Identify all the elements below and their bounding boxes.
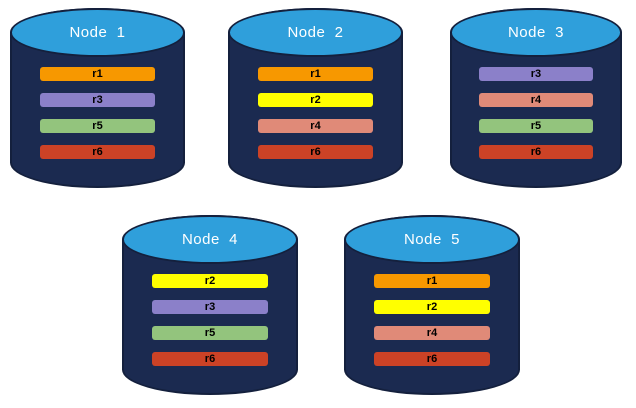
replica-bar[interactable]: r6 <box>479 145 593 159</box>
cylinder-top-ellipse <box>122 215 298 264</box>
replica-bar[interactable]: r5 <box>151 326 269 340</box>
replica-bar[interactable]: r1 <box>373 274 491 288</box>
replica-bar[interactable]: r2 <box>257 93 374 107</box>
replica-bar[interactable]: r3 <box>151 300 269 314</box>
node-label: Node 1 <box>69 23 126 41</box>
replica-bar[interactable]: r3 <box>39 93 156 107</box>
replica-bar[interactable]: r6 <box>39 145 156 159</box>
replica-bar[interactable]: r4 <box>479 93 593 107</box>
replica-list: r1 r2 r4 r6 <box>228 67 403 159</box>
cylinder-top-ellipse <box>10 8 185 57</box>
cylinder-top-ellipse <box>228 8 403 57</box>
replica-bar[interactable]: r1 <box>39 67 156 81</box>
database-node[interactable]: Node 1 r1 r3 r5 r6 <box>10 8 185 188</box>
cylinder-top-ellipse <box>450 8 622 57</box>
replica-bar[interactable]: r6 <box>257 145 374 159</box>
replica-bar[interactable]: r4 <box>373 326 491 340</box>
database-node[interactable]: Node 5 r1 r2 r4 r6 <box>344 215 520 395</box>
replica-bar[interactable]: r5 <box>479 119 593 133</box>
replica-bar[interactable]: r2 <box>151 274 269 288</box>
node-label: Node 4 <box>181 230 239 248</box>
replica-list: r1 r2 r4 r6 <box>344 274 520 366</box>
database-node[interactable]: Node 3 r3 r4 r5 r6 <box>450 8 622 188</box>
node-label: Node 3 <box>507 23 565 41</box>
replica-bar[interactable]: r4 <box>257 119 374 133</box>
replica-list: r3 r4 r5 r6 <box>450 67 622 159</box>
node-label: Node 2 <box>287 23 344 41</box>
replica-bar[interactable]: r6 <box>373 352 491 366</box>
cylinder-top-ellipse <box>344 215 520 264</box>
database-node[interactable]: Node 2 r1 r2 r4 r6 <box>228 8 403 188</box>
database-node[interactable]: Node 4 r2 r3 r5 r6 <box>122 215 298 395</box>
replica-bar[interactable]: r1 <box>257 67 374 81</box>
replica-bar[interactable]: r3 <box>479 67 593 81</box>
replica-list: r1 r3 r5 r6 <box>10 67 185 159</box>
replica-bar[interactable]: r5 <box>39 119 156 133</box>
replica-bar[interactable]: r2 <box>373 300 491 314</box>
replica-list: r2 r3 r5 r6 <box>122 274 298 366</box>
node-label: Node 5 <box>403 230 461 248</box>
replica-bar[interactable]: r6 <box>151 352 269 366</box>
